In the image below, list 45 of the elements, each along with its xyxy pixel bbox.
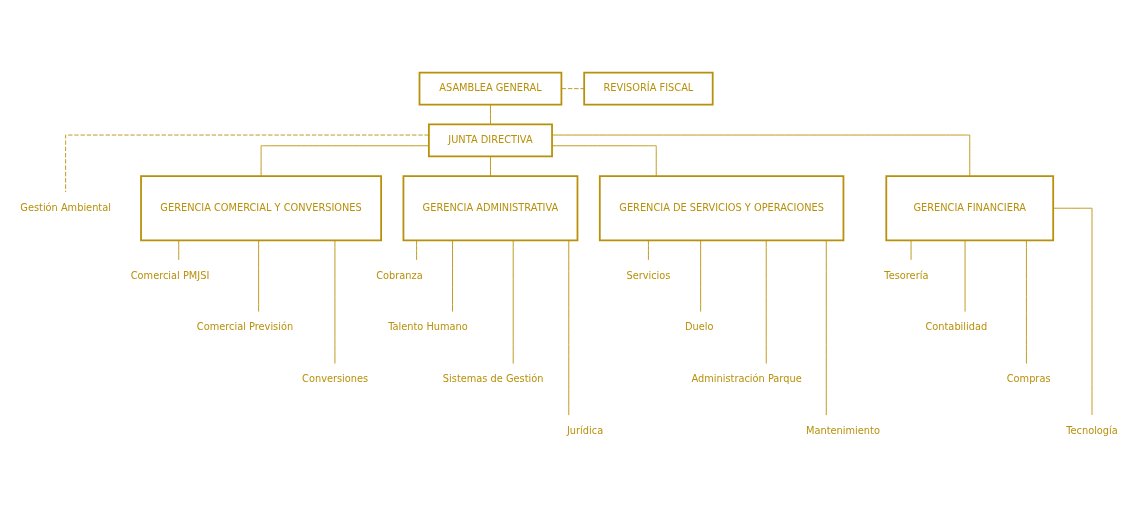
connector — [258, 240, 260, 313]
node-box: JUNTA DIRECTIVA — [427, 123, 553, 158]
connector — [648, 240, 649, 261]
node-text: Compras — [1006, 373, 1051, 385]
node-box: GERENCIA DE SERVICIOS Y OPERACIONES — [598, 175, 845, 242]
connector — [551, 145, 657, 177]
connector — [964, 240, 966, 313]
node-text: Jurídica — [566, 424, 604, 436]
connector — [910, 240, 912, 261]
node-text: Tecnología — [1066, 424, 1118, 436]
connector — [568, 240, 570, 416]
node-box: GERENCIA COMERCIAL Y CONVERSIONES — [140, 175, 382, 242]
connector — [765, 240, 767, 364]
node-box: REVISORÍA FISCAL — [583, 71, 714, 106]
connector — [700, 240, 702, 313]
node-text: Talento Humano — [388, 321, 468, 333]
node-box: GERENCIA FINANCIERA — [885, 175, 1055, 242]
connector — [490, 156, 491, 177]
node-text: Servicios — [626, 269, 671, 281]
node-text: Comercial Previsión — [196, 321, 294, 333]
connector — [65, 134, 430, 193]
connector — [490, 104, 491, 125]
node-text: Gestión Ambiental — [20, 201, 111, 213]
node-box: GERENCIA ADMINISTRATIVA — [402, 175, 579, 242]
connector — [825, 240, 827, 416]
node-text: Administración Parque — [691, 373, 802, 385]
connector — [1052, 207, 1093, 416]
node-text: Sistemas de Gestión — [442, 373, 544, 385]
connector — [334, 240, 336, 364]
node-text: Cobranza — [376, 269, 423, 281]
node-text: Duelo — [685, 321, 714, 333]
connector — [416, 240, 418, 261]
connector — [551, 134, 971, 177]
connector — [452, 240, 453, 313]
node-text: Conversiones — [302, 373, 369, 385]
node-text: Contabilidad — [925, 321, 988, 333]
connector — [561, 88, 585, 90]
connector — [260, 145, 430, 177]
connector — [512, 240, 514, 364]
connector — [1025, 240, 1027, 364]
node-text: Comercial PMJSI — [130, 269, 210, 281]
connector — [178, 240, 180, 261]
node-box: ASAMBLEA GENERAL — [418, 71, 563, 106]
node-text: Mantenimiento — [806, 424, 880, 436]
node-text: Tesorería — [884, 269, 929, 281]
